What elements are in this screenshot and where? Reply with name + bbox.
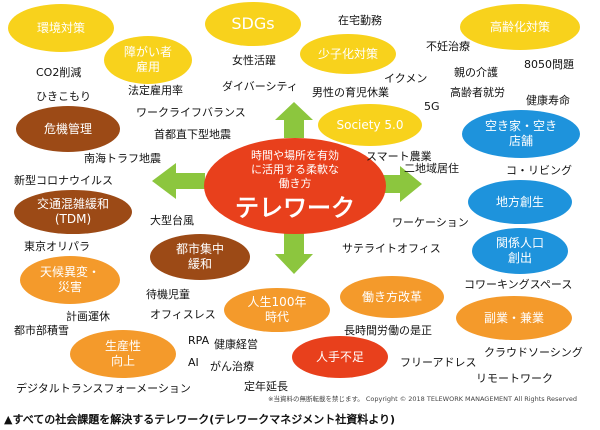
kw-dual-residence: 二地域居住 — [404, 162, 459, 175]
kw-waiting-children: 待機児童 — [146, 288, 190, 301]
kw-satellite: サテライトオフィス — [342, 242, 441, 255]
theme-side-job: 副業・兼業 — [456, 296, 572, 340]
kw-typhoon: 大型台風 — [150, 214, 194, 227]
kw-health-mgmt: 健康経営 — [214, 338, 258, 351]
center-node: 時間や場所を有効 に活用する柔軟な 働き方 テレワーク — [204, 138, 386, 234]
kw-olympics: 東京オリパラ — [24, 240, 90, 253]
theme-age100: 人生100年 時代 — [224, 288, 330, 332]
theme-regional: 地方創生 — [468, 180, 572, 224]
kw-smart-agri: スマート農業 — [366, 150, 432, 163]
theme-vacant-homes: 空き家・空き 店舗 — [462, 110, 580, 158]
kw-urban-density: 都市部積雪 — [14, 324, 69, 337]
figure-caption: ▲すべての社会課題を解決するテレワーク(テレワークマネジメント社資料より) — [4, 413, 396, 426]
theme-aging: 高齢化対策 — [460, 4, 580, 50]
kw-8050: 8050問題 — [524, 58, 574, 71]
kw-diversity: ダイバーシティ — [222, 80, 298, 93]
kw-elderly-work: 高齢者就労 — [450, 86, 505, 99]
arrow-right — [383, 166, 422, 202]
theme-productivity: 生産性 向上 — [70, 330, 176, 378]
theme-climate: 天候異変・ 災害 — [20, 256, 120, 304]
theme-declining-birthrate: 少子化対策 — [300, 34, 396, 74]
kw-wlb: ワークライフバランス — [136, 106, 246, 119]
kw-ikumen: イクメン — [384, 72, 428, 85]
kw-remote-home: 在宅勤務 — [338, 14, 382, 27]
arrow-up — [275, 102, 313, 138]
kw-infertility: 不妊治療 — [426, 40, 470, 53]
kw-care: 親の介護 — [454, 66, 498, 79]
center-title: テレワーク — [235, 193, 355, 222]
kw-5g: 5G — [424, 100, 440, 113]
telework-mind-map: 時間や場所を有効 に活用する柔軟な 働き方 テレワーク 環境対策 障がい者 雇用… — [8, 2, 583, 403]
kw-office-less: オフィスレス — [150, 308, 216, 321]
kw-free-address: フリーアドレス — [400, 356, 477, 369]
kw-covid: 新型コロナウイルス — [14, 174, 113, 187]
arrow-layer — [152, 102, 422, 274]
theme-related-population: 関係人口 創出 — [472, 228, 568, 274]
arrow-left — [152, 163, 205, 199]
theme-work-reform: 働き方改革 — [340, 276, 444, 318]
theme-sdgs: SDGs — [205, 2, 301, 46]
kw-cancer: がん治療 — [210, 360, 254, 373]
copyright-notice: ※当資料の無断転載を禁じます。 Copyright © 2018 TELEWOR… — [268, 395, 578, 403]
theme-crisis: 危機管理 — [16, 106, 120, 152]
theme-disability-employment: 障がい者 雇用 — [104, 36, 192, 84]
kw-earthquake-capital: 首都直下型地震 — [154, 128, 231, 141]
kw-healthy-life: 健康寿命 — [526, 94, 570, 107]
kw-co2: CO2削減 — [36, 66, 82, 79]
theme-traffic: 交通混雑緩和 (TDM) — [14, 190, 132, 234]
kw-workation: ワーケーション — [392, 216, 469, 229]
kw-coworking: コワーキングスペース — [464, 278, 573, 291]
kw-hikikomori: ひきこもり — [36, 90, 91, 103]
kw-ai: AI — [188, 356, 199, 369]
kw-dx: デジタルトランスフォーメーション — [16, 382, 191, 395]
kw-remote-work: リモートワーク — [476, 372, 553, 385]
arrow-down — [275, 232, 313, 274]
kw-long-hours: 長時間労働の是正 — [344, 324, 432, 337]
theme-labor-shortage: 人手不足 — [292, 336, 388, 378]
kw-rpa: RPA — [188, 334, 210, 347]
center-subtitle: 時間や場所を有効 に活用する柔軟な 働き方 — [251, 149, 339, 190]
theme-society5: Society 5.0 — [318, 104, 422, 146]
kw-women: 女性活躍 — [232, 54, 276, 67]
theme-environment: 環境対策 — [8, 4, 114, 52]
kw-crowdsourcing: クラウドソーシング — [484, 346, 583, 359]
kw-legal-employment: 法定雇用率 — [128, 84, 183, 97]
theme-urban: 都市集中 緩和 — [150, 234, 250, 280]
kw-planned-leave: 計画運休 — [66, 310, 110, 323]
kw-paternity: 男性の育児休業 — [312, 86, 389, 99]
kw-nankai: 南海トラフ地震 — [84, 152, 161, 165]
kw-retirement: 定年延長 — [244, 380, 288, 393]
kw-co-living: コ・リビング — [506, 164, 572, 177]
